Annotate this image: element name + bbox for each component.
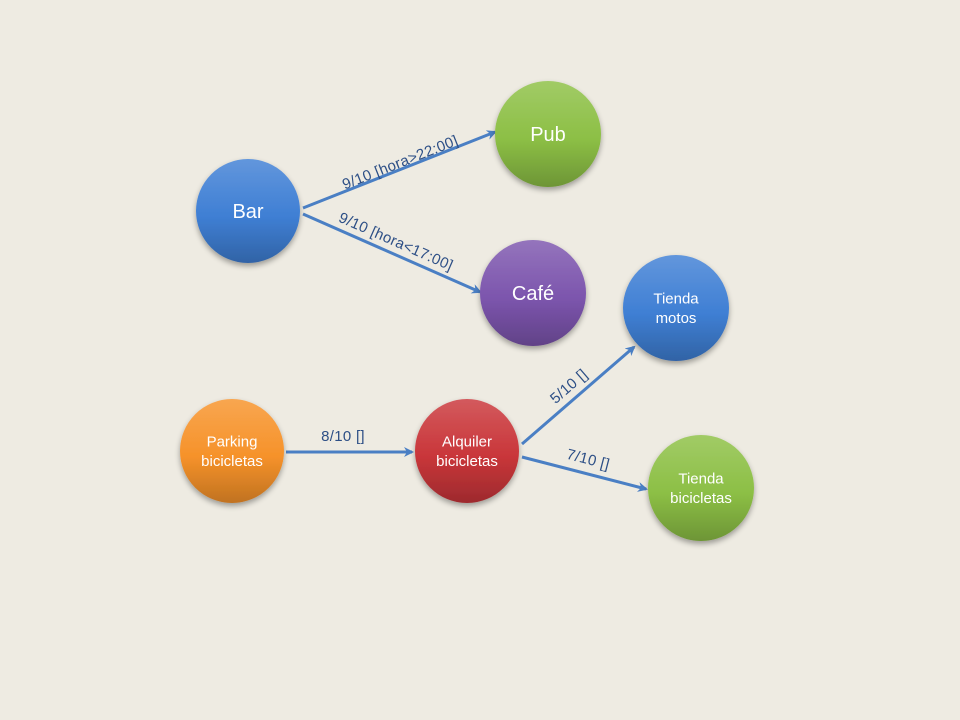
- node-alquiler: Alquiler bicicletas: [415, 399, 519, 503]
- edge-parking-to-alquiler: 8/10 []: [286, 428, 414, 457]
- node-label: Tienda: [678, 471, 724, 488]
- node-label: Tienda: [653, 291, 699, 308]
- node-circle: [495, 81, 601, 187]
- node-parking: Parking bicicletas: [180, 399, 284, 503]
- edge-bar-to-cafe: 9/10 [hora<17:00]: [302, 209, 482, 294]
- node-pub: Pub: [495, 81, 601, 187]
- node-circle: [415, 399, 519, 503]
- edge-arrow: [302, 130, 497, 210]
- edge-alquiler-to-tienda-bici: 7/10 []: [521, 446, 648, 492]
- node-circle: [623, 255, 729, 361]
- node-label: Alquiler: [442, 434, 492, 451]
- edge-alquiler-to-motos: 5/10 []: [521, 345, 636, 446]
- node-label: bicicletas: [670, 490, 732, 507]
- node-circle: [196, 159, 300, 263]
- edge-arrow: [521, 345, 636, 446]
- node-circle: [648, 435, 754, 541]
- node-circle: [180, 399, 284, 503]
- edge-arrow: [521, 455, 648, 492]
- node-label: motos: [656, 310, 697, 327]
- node-label: bicicletas: [436, 453, 498, 470]
- node-tienda-bici: Tienda bicicletas: [648, 435, 754, 541]
- node-motos: Tienda motos: [623, 255, 729, 361]
- node-label: Café: [512, 283, 554, 305]
- node-label: Parking: [207, 434, 258, 451]
- node-label: bicicletas: [201, 453, 263, 470]
- edge-label: 5/10 []: [547, 366, 591, 408]
- edge-label: 9/10 [hora<17:00]: [336, 209, 456, 274]
- edge-bar-to-pub: 9/10 [hora>22:00]: [302, 130, 497, 210]
- edge-arrow: [302, 212, 482, 294]
- node-circle: [480, 240, 586, 346]
- node-bar: Bar: [196, 159, 300, 263]
- edge-label: 9/10 [hora>22:00]: [340, 132, 461, 193]
- edge-label: 8/10 []: [321, 428, 365, 445]
- node-label: Pub: [530, 124, 566, 146]
- node-label: Bar: [232, 201, 263, 223]
- node-cafe: Café: [480, 240, 586, 346]
